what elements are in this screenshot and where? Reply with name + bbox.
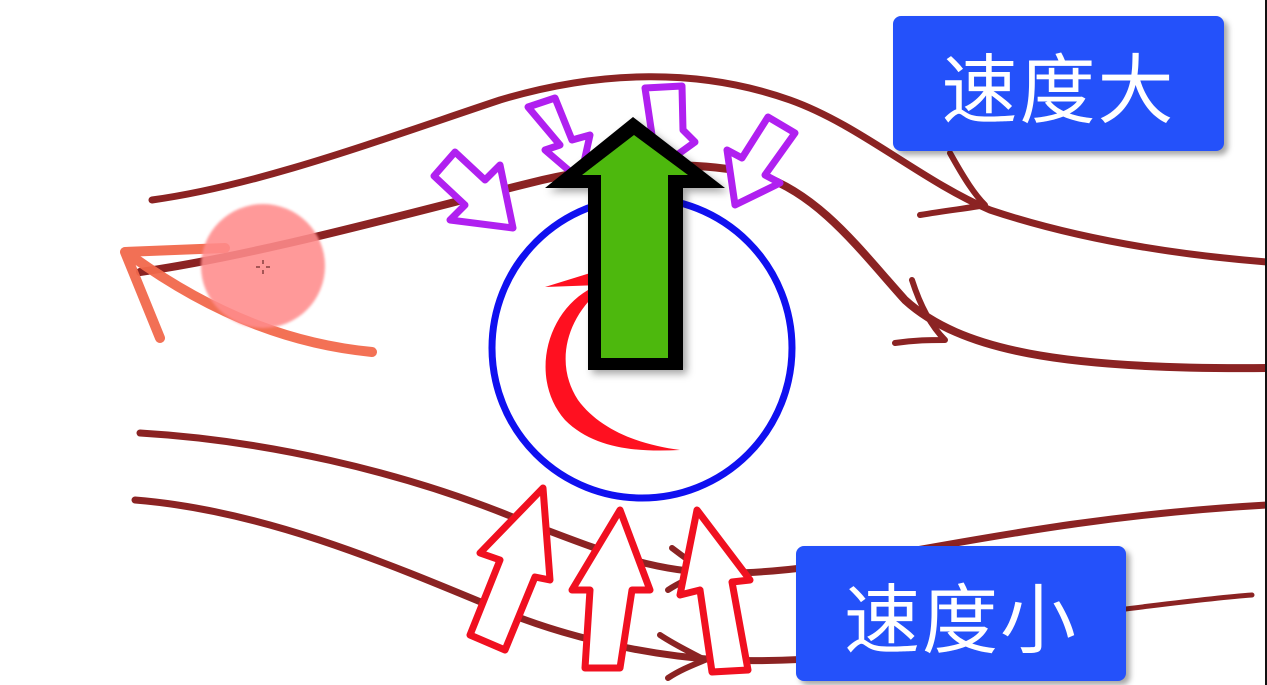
pressure-arrow-up-icon bbox=[466, 484, 554, 654]
pressure-arrow-down-icon bbox=[723, 113, 799, 209]
pressure-arrow-up-icon bbox=[676, 506, 754, 676]
label-low-speed: 速度小 bbox=[796, 546, 1126, 681]
top-pressure-arrows bbox=[430, 82, 799, 232]
streamline-arrowhead bbox=[917, 150, 988, 218]
label-high-speed-text: 速度大 bbox=[941, 45, 1176, 135]
bottom-pressure-arrows bbox=[466, 484, 754, 676]
label-high-speed: 速度大 bbox=[893, 16, 1224, 151]
streamline-arrowhead bbox=[657, 632, 708, 681]
streamline-arrowhead bbox=[892, 277, 948, 346]
spin-arrow-icon bbox=[545, 270, 680, 451]
streamline-top-outer bbox=[148, 73, 1267, 266]
streamline-bottom-1 bbox=[136, 429, 1267, 577]
cursor-highlight bbox=[201, 204, 325, 328]
pressure-arrow-down-icon bbox=[430, 148, 517, 232]
pressure-arrow-up-icon bbox=[568, 506, 654, 672]
crosshair-cursor-icon bbox=[256, 260, 270, 274]
lift-arrow-icon bbox=[545, 117, 725, 370]
right-edge-divider bbox=[1265, 0, 1267, 685]
label-low-speed-text: 速度小 bbox=[844, 575, 1078, 665]
